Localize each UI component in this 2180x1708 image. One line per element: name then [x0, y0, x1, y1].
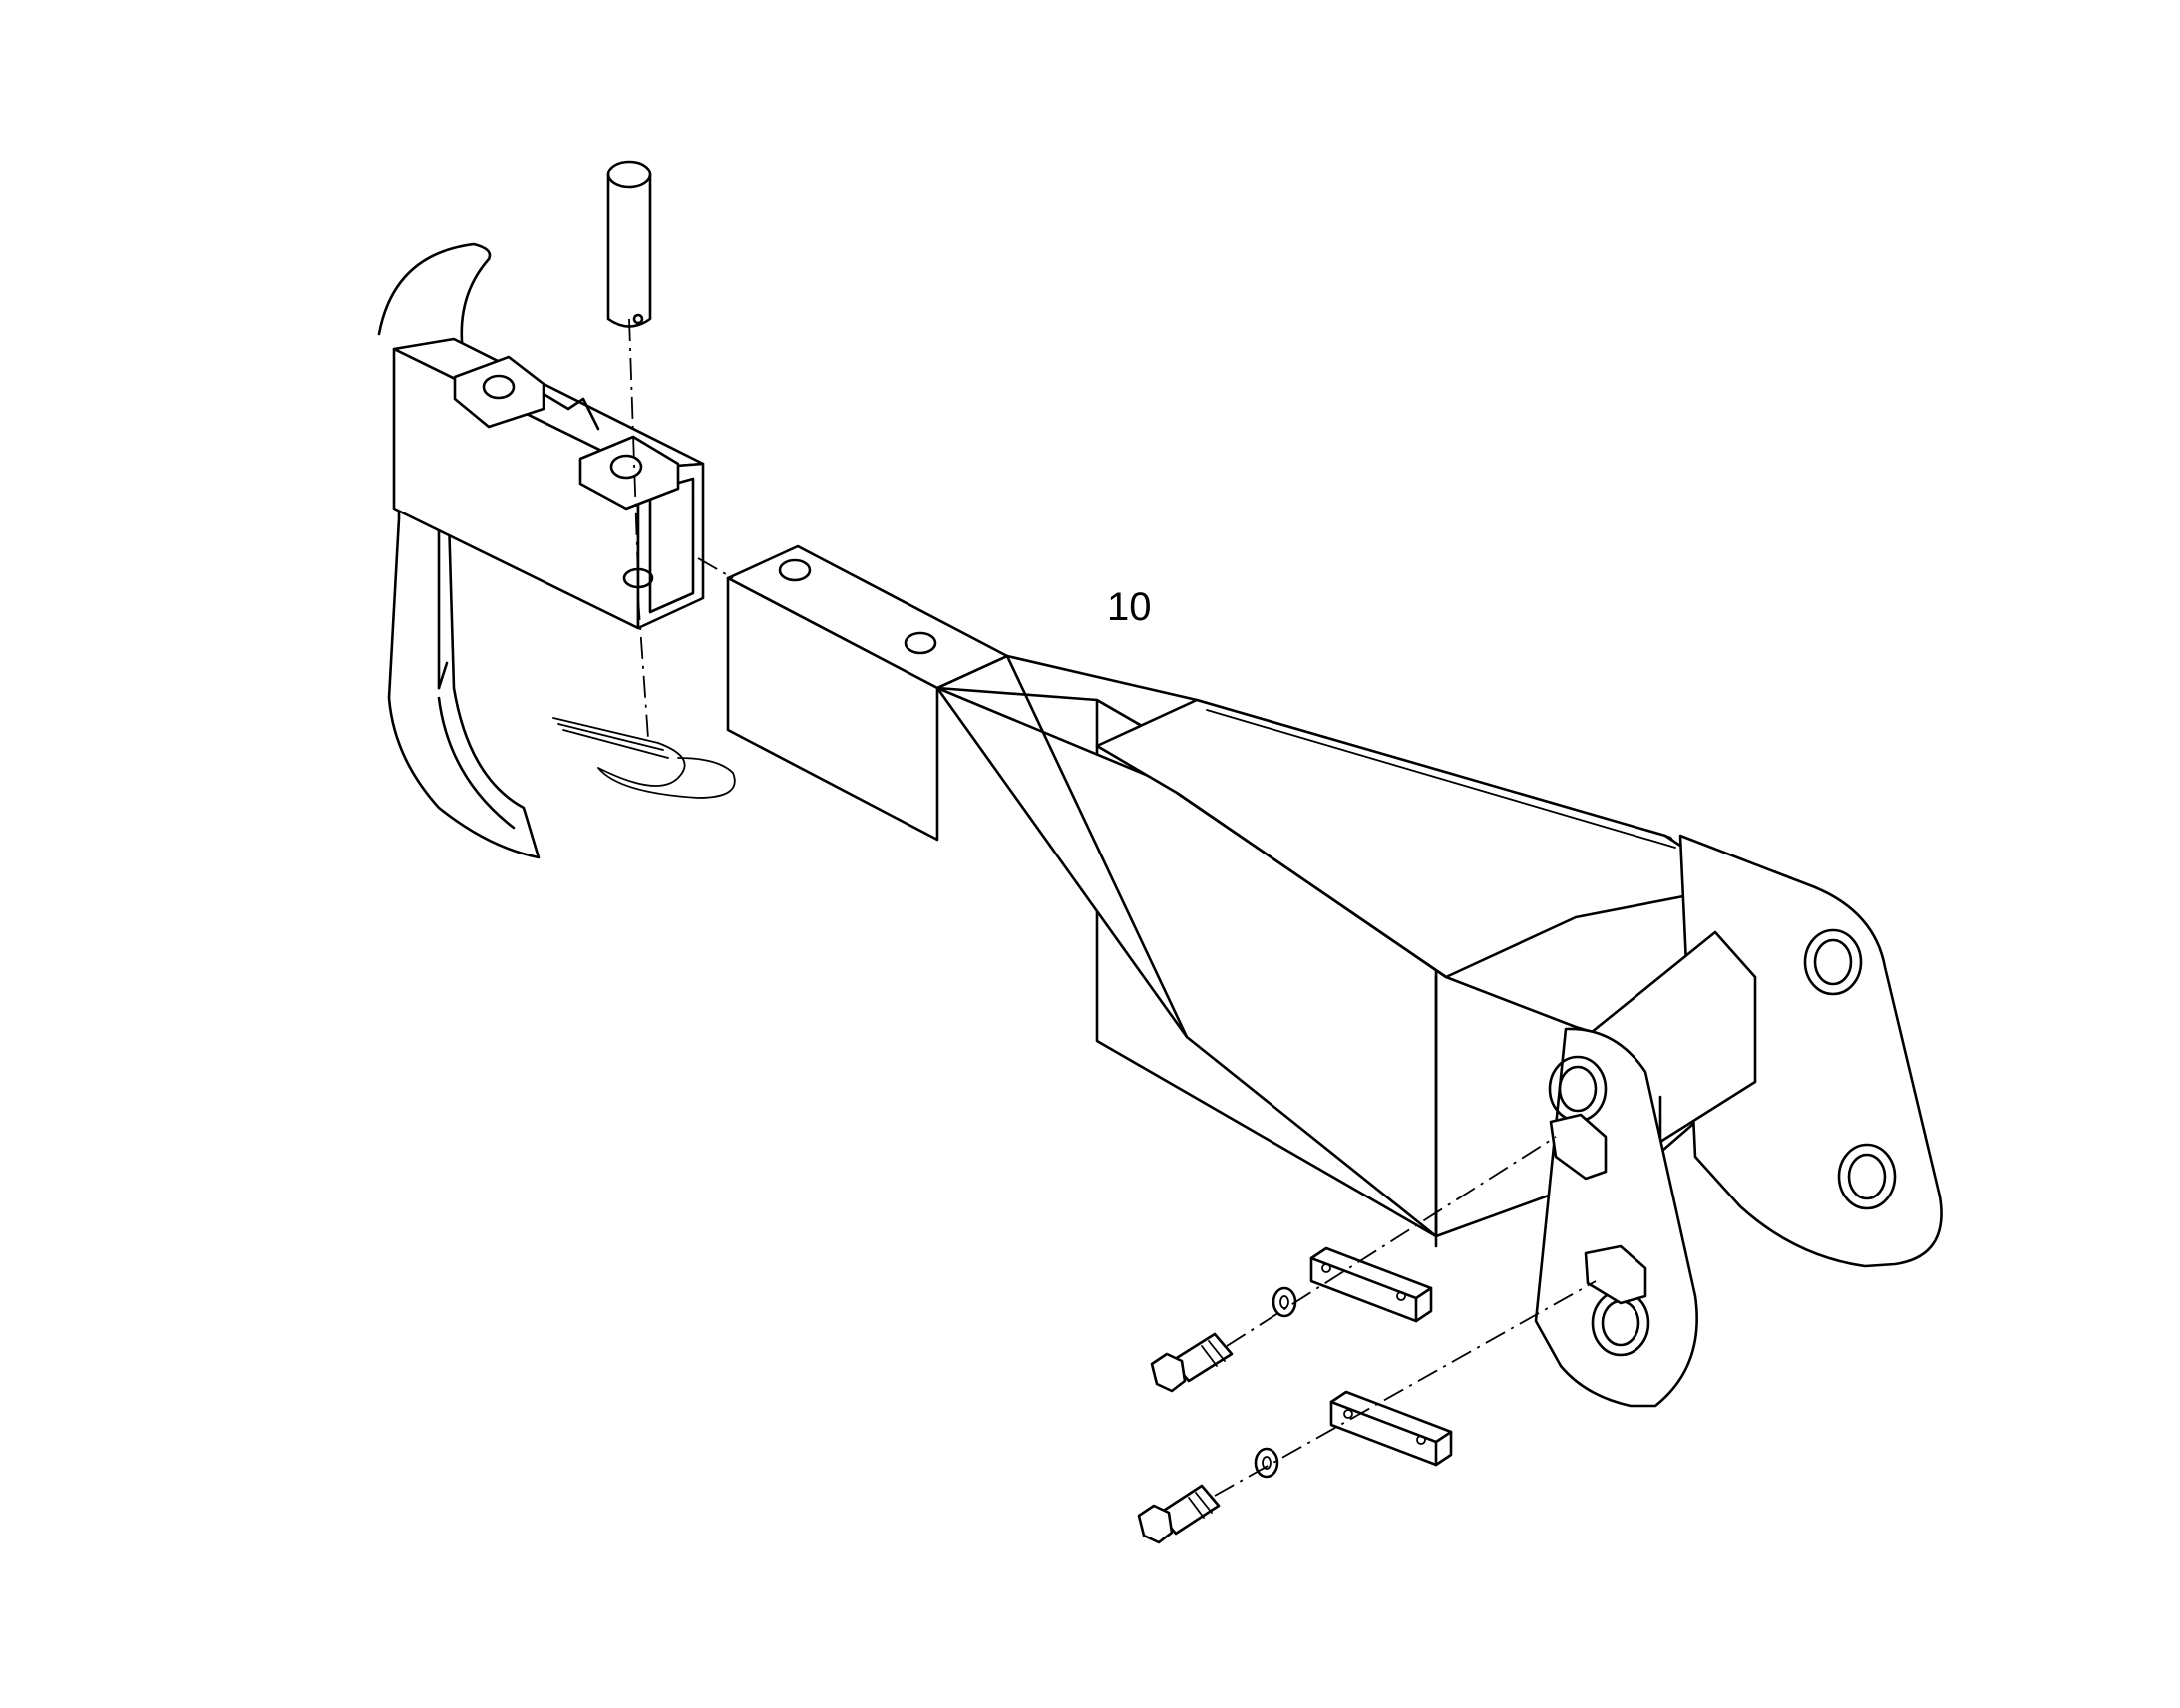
hairpin-clip — [552, 717, 736, 799]
spacer-plate-lower — [1329, 1390, 1453, 1467]
hitch-pin — [606, 160, 652, 328]
drawbar — [726, 544, 1752, 1248]
hitch-hook — [377, 242, 705, 859]
assembly-centerlines — [628, 318, 1597, 1497]
bolt-upper — [1150, 1332, 1234, 1393]
callout-10: 10 — [1107, 585, 1152, 629]
washer-upper — [1272, 1286, 1297, 1318]
clevis-plates — [1534, 834, 1943, 1408]
spacer-plate-upper — [1309, 1246, 1433, 1323]
bolt-lower — [1137, 1484, 1221, 1544]
